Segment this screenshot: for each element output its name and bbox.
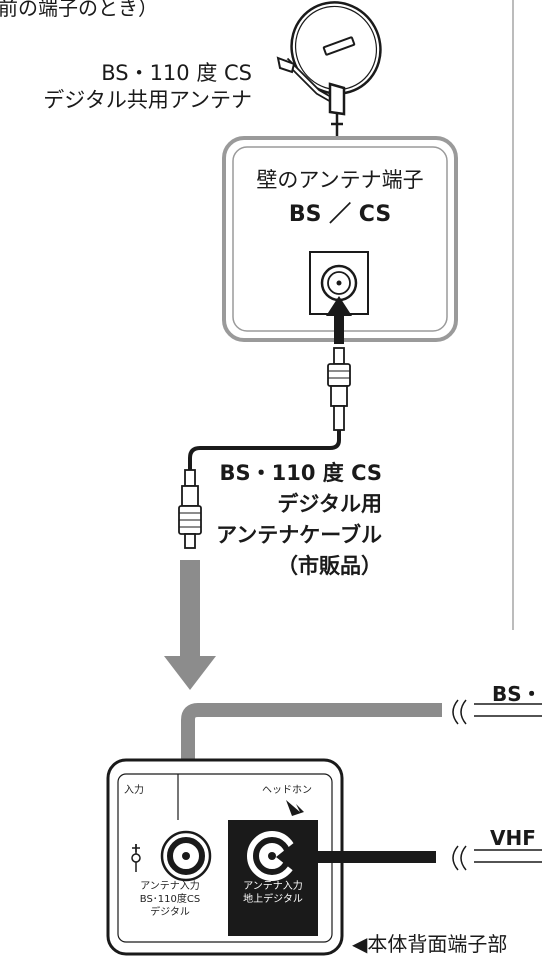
arrow-up-icon [326,296,352,344]
bs-port-label-line: アンテナ入力 [140,881,200,892]
input-section-label: 入力 [124,785,144,796]
satellite-dish-icon [276,1,382,136]
pointer-arrow-icon [286,800,304,816]
arrow-down-icon [164,560,216,690]
antenna-cable [178,347,351,549]
terrestrial-port-label: アンテナ入力 地上デジタル [228,880,318,906]
polarity-icon [131,844,141,872]
wall-terminal-subtitle: BS ／ CS [288,202,392,227]
antenna-label-line: デジタル共用アンテナ [43,88,252,112]
vhf-line-label: VHF [490,826,536,850]
vhf-signal-route [276,838,542,876]
cable-label-line: デジタル用 [277,492,382,516]
wall-terminal-title: 壁のアンテナ端子 [256,168,424,192]
rear-panel [106,758,344,956]
top-fragment-text: 前の端子のとき） [0,0,158,20]
terrestrial-port-label-line: アンテナ入力 [243,881,303,892]
cable-label-line: アンテナケーブル [216,523,382,547]
cable-label-line: （市販品） [277,554,382,578]
antenna-label-line: BS・110 度 CS [101,61,252,85]
rear-panel-caption: ◀本体背面端子部 [352,932,508,956]
cable-label: BS・110 度 CS デジタル用 アンテナケーブル （市販品） [216,458,382,582]
cable-label-line: BS・110 度 CS [219,461,382,485]
bs-port-label-line: デジタル [150,907,190,918]
headphone-label: ヘッドホン [262,785,312,796]
terrestrial-port-label-line: 地上デジタル [243,894,303,905]
bs-line-label: BS・ [492,682,542,706]
bs-port-label-line: BS･110度CS [139,894,201,905]
bs-port-label: アンテナ入力 BS･110度CS デジタル [114,880,226,919]
antenna-label: BS・110 度 CS デジタル共用アンテナ [43,60,252,114]
